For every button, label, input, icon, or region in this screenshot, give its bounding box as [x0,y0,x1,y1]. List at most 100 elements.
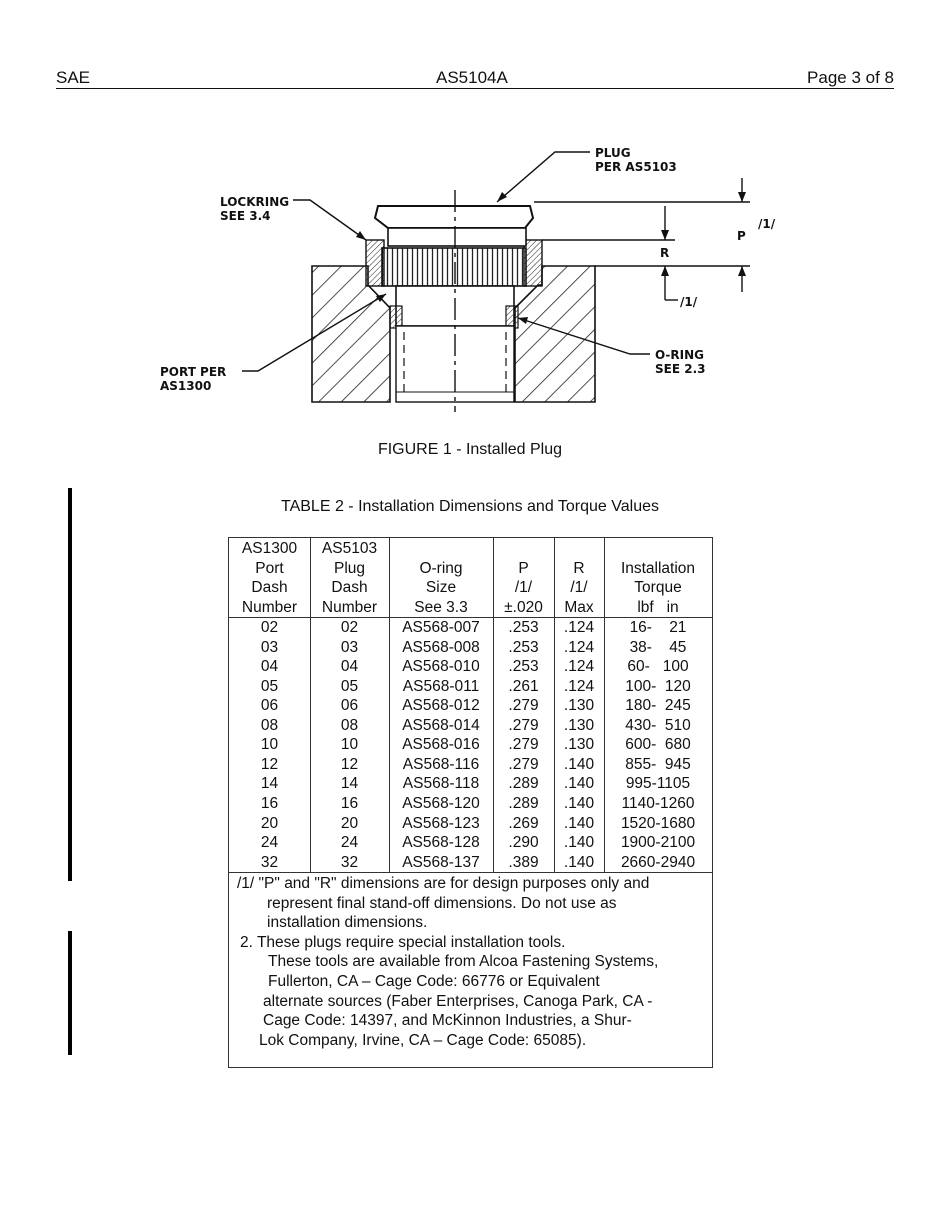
cell-p-dim: .279 [508,755,539,773]
cell-oring-size: AS568-016 [402,736,480,754]
installed-plug-figure: PLUG PER AS5103 LOCKRING SEE 3.4 PORT PE… [160,146,776,412]
plug-neck [387,227,527,247]
cell-p-dim: .253 [508,638,539,656]
cell-r-dim: .130 [563,736,595,754]
cell-torque: 995-1105 [625,775,691,793]
cell-plug-dash: 06 [340,697,359,715]
cell-p-dim: .289 [508,794,539,812]
cell-port-dash: 02 [260,619,279,636]
cell-torque: 180- 245 [625,697,691,715]
cell-p-dim: .389 [508,853,539,871]
cell-oring-size: AS568-123 [402,814,480,832]
plug-cap [373,205,535,229]
cell-port-dash: 12 [260,755,279,773]
cell-p-dim: .253 [508,619,539,636]
note-line: These tools are available from Alcoa Fas… [268,953,659,971]
cell-plug-dash: 10 [340,736,359,754]
cell-plug-dash: 14 [340,775,359,793]
cell-r-dim: .140 [563,755,595,773]
cell-r-dim: .124 [563,677,595,695]
cell-torque: 855- 945 [625,755,691,773]
label-dim-p: P [737,229,746,243]
note-line: represent final stand-off dimensions. Do… [267,894,617,912]
cell-r-dim: .124 [563,619,595,636]
label-dim-r: R [660,246,669,260]
note-line: Cage Code: 14397, and McKinnon Industrie… [263,1012,632,1030]
change-bar [68,931,72,1055]
table-row: 02 02 AS568-007 .253 .124 16- 21 [229,618,712,638]
cell-plug-dash: 20 [340,814,359,832]
column-divider [310,538,311,872]
cell-torque: 38- 45 [629,638,687,656]
cell-plug-dash: 12 [340,755,359,773]
label-port-line2: AS1300 [160,379,211,393]
cell-oring-size: AS568-012 [402,697,480,715]
cell-oring-size: AS568-120 [402,794,480,812]
cell-plug-dash: 05 [340,677,359,695]
header-org: SAE [56,68,91,87]
cell-port-dash: 06 [260,697,279,715]
column-divider [554,538,555,872]
cell-oring-size: AS568-014 [402,716,480,734]
page-header: SAE AS5104A Page 3 of 8 [56,68,894,89]
cell-oring-size: AS568-128 [402,834,480,852]
cell-r-dim: .140 [563,834,595,852]
cell-plug-dash: 03 [340,638,359,656]
note-line: 2. These plugs require special installat… [240,933,566,951]
cell-torque: 1900-2100 [620,834,696,852]
cell-port-dash: 14 [260,775,279,793]
table-notes: /1/ "P" and "R" dimensions are for desig… [229,872,712,1049]
label-port-line1: PORT PER [160,365,226,379]
cell-plug-dash: 04 [340,658,359,676]
cell-port-dash: 04 [260,658,279,676]
cell-plug-dash: 24 [340,834,359,852]
table-header-row [229,538,712,618]
header-r-dimension: R/1/Max [564,559,594,616]
cell-r-dim: .140 [563,814,595,832]
header-doc-number: AS5104A [436,68,508,87]
note-line: Lok Company, Irvine, CA – Cage Code: 650… [259,1031,587,1049]
cell-torque: 430- 510 [625,716,691,734]
cell-oring-size: AS568-007 [402,619,480,636]
label-dim-r-note: /1/ [680,295,698,309]
note-line: alternate sources (Faber Enterprises, Ca… [263,992,653,1010]
figure-caption: FIGURE 1 - Installed Plug [377,441,563,458]
cell-port-dash: 08 [260,716,279,734]
cell-r-dim: .140 [563,853,595,871]
note-line: Fullerton, CA – Cage Code: 66776 or Equi… [268,973,600,990]
cell-r-dim: .124 [563,658,595,676]
cell-p-dim: .253 [508,658,539,676]
column-divider [604,538,605,872]
column-divider [493,538,494,872]
cell-r-dim: .124 [563,638,595,656]
cell-p-dim: .290 [508,834,539,852]
cell-r-dim: .130 [563,697,595,715]
cell-r-dim: .140 [563,794,595,812]
note-line: /1/ "P" and "R" dimensions are for desig… [237,875,650,892]
cell-p-dim: .269 [508,814,539,832]
header-page-number: Page 3 of 8 [807,68,894,87]
label-lockring-line1: LOCKRING [220,195,289,209]
cell-oring-size: AS568-010 [402,658,480,676]
cell-oring-size: AS568-116 [402,755,480,773]
cell-port-dash: 20 [260,814,279,832]
label-oring-line1: O-RING [655,348,704,362]
cell-oring-size: AS568-008 [402,638,480,656]
cell-p-dim: .289 [508,775,539,793]
table-row: 12 12 AS568-116 .279 .140 855- 945 [229,755,712,775]
cell-plug-dash: 02 [340,619,359,636]
cell-torque: 16- 21 [629,619,687,636]
cell-torque: 60- 100 [627,658,689,676]
change-bar [68,488,72,881]
